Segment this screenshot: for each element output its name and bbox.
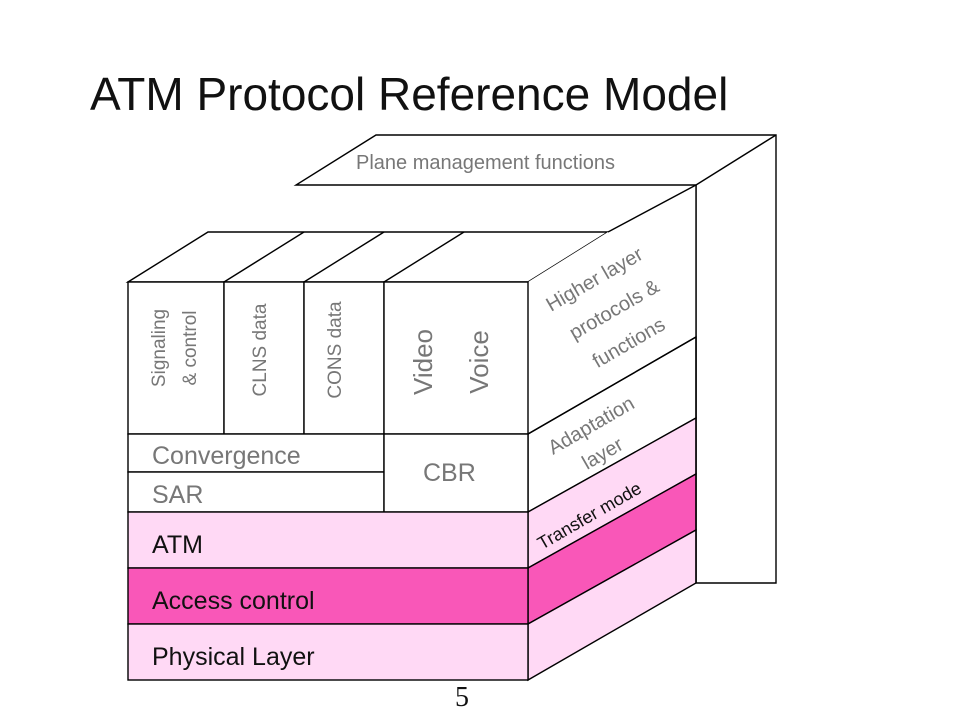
slide-title: ATM Protocol Reference Model <box>90 68 728 120</box>
cons-column-box <box>303 281 385 435</box>
video-label: Video <box>408 329 438 395</box>
block-top-face <box>125 231 611 283</box>
signaling-label-line1: Signaling <box>149 309 170 387</box>
video-voice-column-box <box>383 281 529 435</box>
block-side-face <box>527 184 697 682</box>
atm-layer-box <box>127 511 529 569</box>
cons-label: CONS data <box>325 301 346 399</box>
sar-label: SAR <box>152 481 203 509</box>
front-columns <box>127 281 529 435</box>
signaling-column-box <box>127 281 225 435</box>
signaling-label-line2: & control <box>180 311 201 386</box>
access-control-layer-box <box>127 567 529 625</box>
physical-layer-label: Physical Layer <box>152 643 315 671</box>
plane-management-label: Plane management functions <box>356 152 615 174</box>
cbr-label: CBR <box>423 459 476 487</box>
physical-layer-box <box>127 623 529 681</box>
convergence-label: Convergence <box>152 442 301 470</box>
voice-label: Voice <box>464 330 494 394</box>
clns-label: CLNS data <box>250 303 271 396</box>
page-number: 5 <box>455 682 469 713</box>
cbr-layer-box <box>383 433 529 513</box>
access-control-label: Access control <box>152 587 315 615</box>
atm-label: ATM <box>152 531 203 559</box>
sar-layer-box <box>127 471 385 513</box>
clns-column-box <box>223 281 305 435</box>
